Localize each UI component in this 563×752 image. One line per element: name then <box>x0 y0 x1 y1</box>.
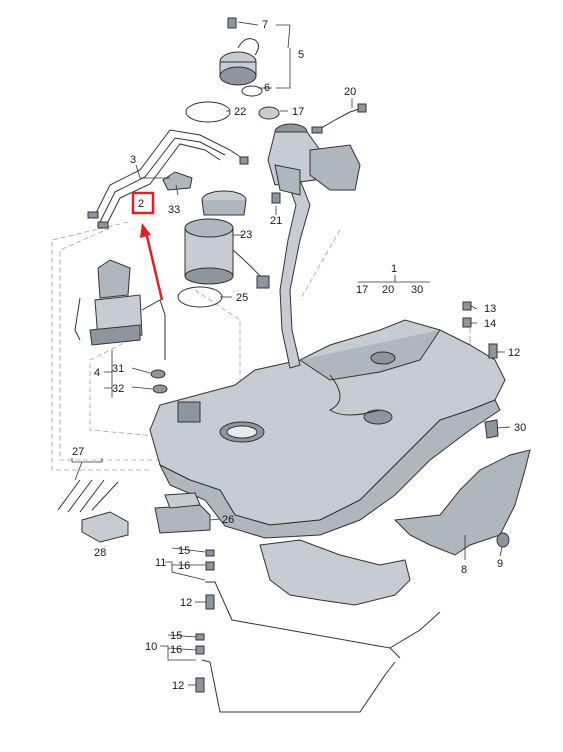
callout-12-lower[interactable]: 12 <box>172 680 184 692</box>
mounting-bracket <box>154 492 211 534</box>
drain-plug <box>484 419 499 439</box>
fuel-pump-module <box>184 190 270 289</box>
callout-2[interactable]: 2 <box>138 198 144 210</box>
callout-4[interactable]: 4 <box>94 367 100 379</box>
locking-ring-top <box>185 101 231 123</box>
callout-30-plug[interactable]: 30 <box>514 422 526 434</box>
callout-10[interactable]: 10 <box>145 641 157 653</box>
callout-27[interactable]: 27 <box>72 446 84 458</box>
callout-6[interactable]: 6 <box>264 82 270 94</box>
callout-25[interactable]: 25 <box>236 292 248 304</box>
tensioning-strap-lower <box>195 633 396 713</box>
sensor-cable <box>311 103 367 134</box>
filler-neck <box>267 123 361 369</box>
callout-14[interactable]: 14 <box>484 318 496 330</box>
callout-5[interactable]: 5 <box>298 49 304 61</box>
wiring-connector-set <box>57 479 129 543</box>
callout-8[interactable]: 8 <box>461 564 467 576</box>
callout-20-tank[interactable]: 20 <box>382 284 394 296</box>
callout-12-tank[interactable]: 12 <box>508 347 520 359</box>
screw <box>271 192 281 204</box>
callout-11[interactable]: 11 <box>155 557 166 569</box>
callout-20-sensor[interactable]: 20 <box>344 86 356 98</box>
fuel-lines <box>87 129 249 229</box>
heat-shield <box>259 449 531 606</box>
callout-13[interactable]: 13 <box>484 303 496 315</box>
callout-28[interactable]: 28 <box>94 547 106 559</box>
leader-lines <box>71 21 511 686</box>
callout-16-upper[interactable]: 16 <box>178 560 190 572</box>
fuel-filter-unit <box>74 259 168 394</box>
highlight-arrow <box>140 223 164 301</box>
callout-23[interactable]: 23 <box>240 229 252 241</box>
callout-15-upper[interactable]: 15 <box>178 545 190 557</box>
highlight-box <box>131 191 155 215</box>
callout-12-upper[interactable]: 12 <box>180 597 192 609</box>
fuel-tank <box>149 319 506 539</box>
callout-26[interactable]: 26 <box>222 514 234 526</box>
nut <box>496 532 510 548</box>
bolts-top-right <box>462 301 498 359</box>
callout-15-lower[interactable]: 15 <box>170 630 182 642</box>
callout-17-filler[interactable]: 17 <box>292 106 304 118</box>
callout-1[interactable]: 1 <box>391 263 397 275</box>
locking-ring-bottom <box>177 286 223 308</box>
callout-9[interactable]: 9 <box>497 558 503 570</box>
callout-21[interactable]: 21 <box>270 215 282 227</box>
callout-30-tank[interactable]: 30 <box>411 284 423 296</box>
callout-32[interactable]: 32 <box>112 383 124 395</box>
callout-22[interactable]: 22 <box>234 106 246 118</box>
filler-cap-assembly <box>219 17 280 120</box>
callout-33[interactable]: 33 <box>168 204 180 216</box>
clip-set <box>162 171 193 191</box>
callout-3[interactable]: 3 <box>130 154 136 166</box>
callout-labels: 7 5 6 17 22 20 3 2 33 21 23 25 1 17 20 3… <box>72 19 526 692</box>
callout-16-lower[interactable]: 16 <box>170 644 182 656</box>
tensioning-strap-upper <box>205 549 441 659</box>
callout-31[interactable]: 31 <box>112 363 124 375</box>
callout-17-tank[interactable]: 17 <box>356 284 368 296</box>
callout-7[interactable]: 7 <box>262 19 268 31</box>
